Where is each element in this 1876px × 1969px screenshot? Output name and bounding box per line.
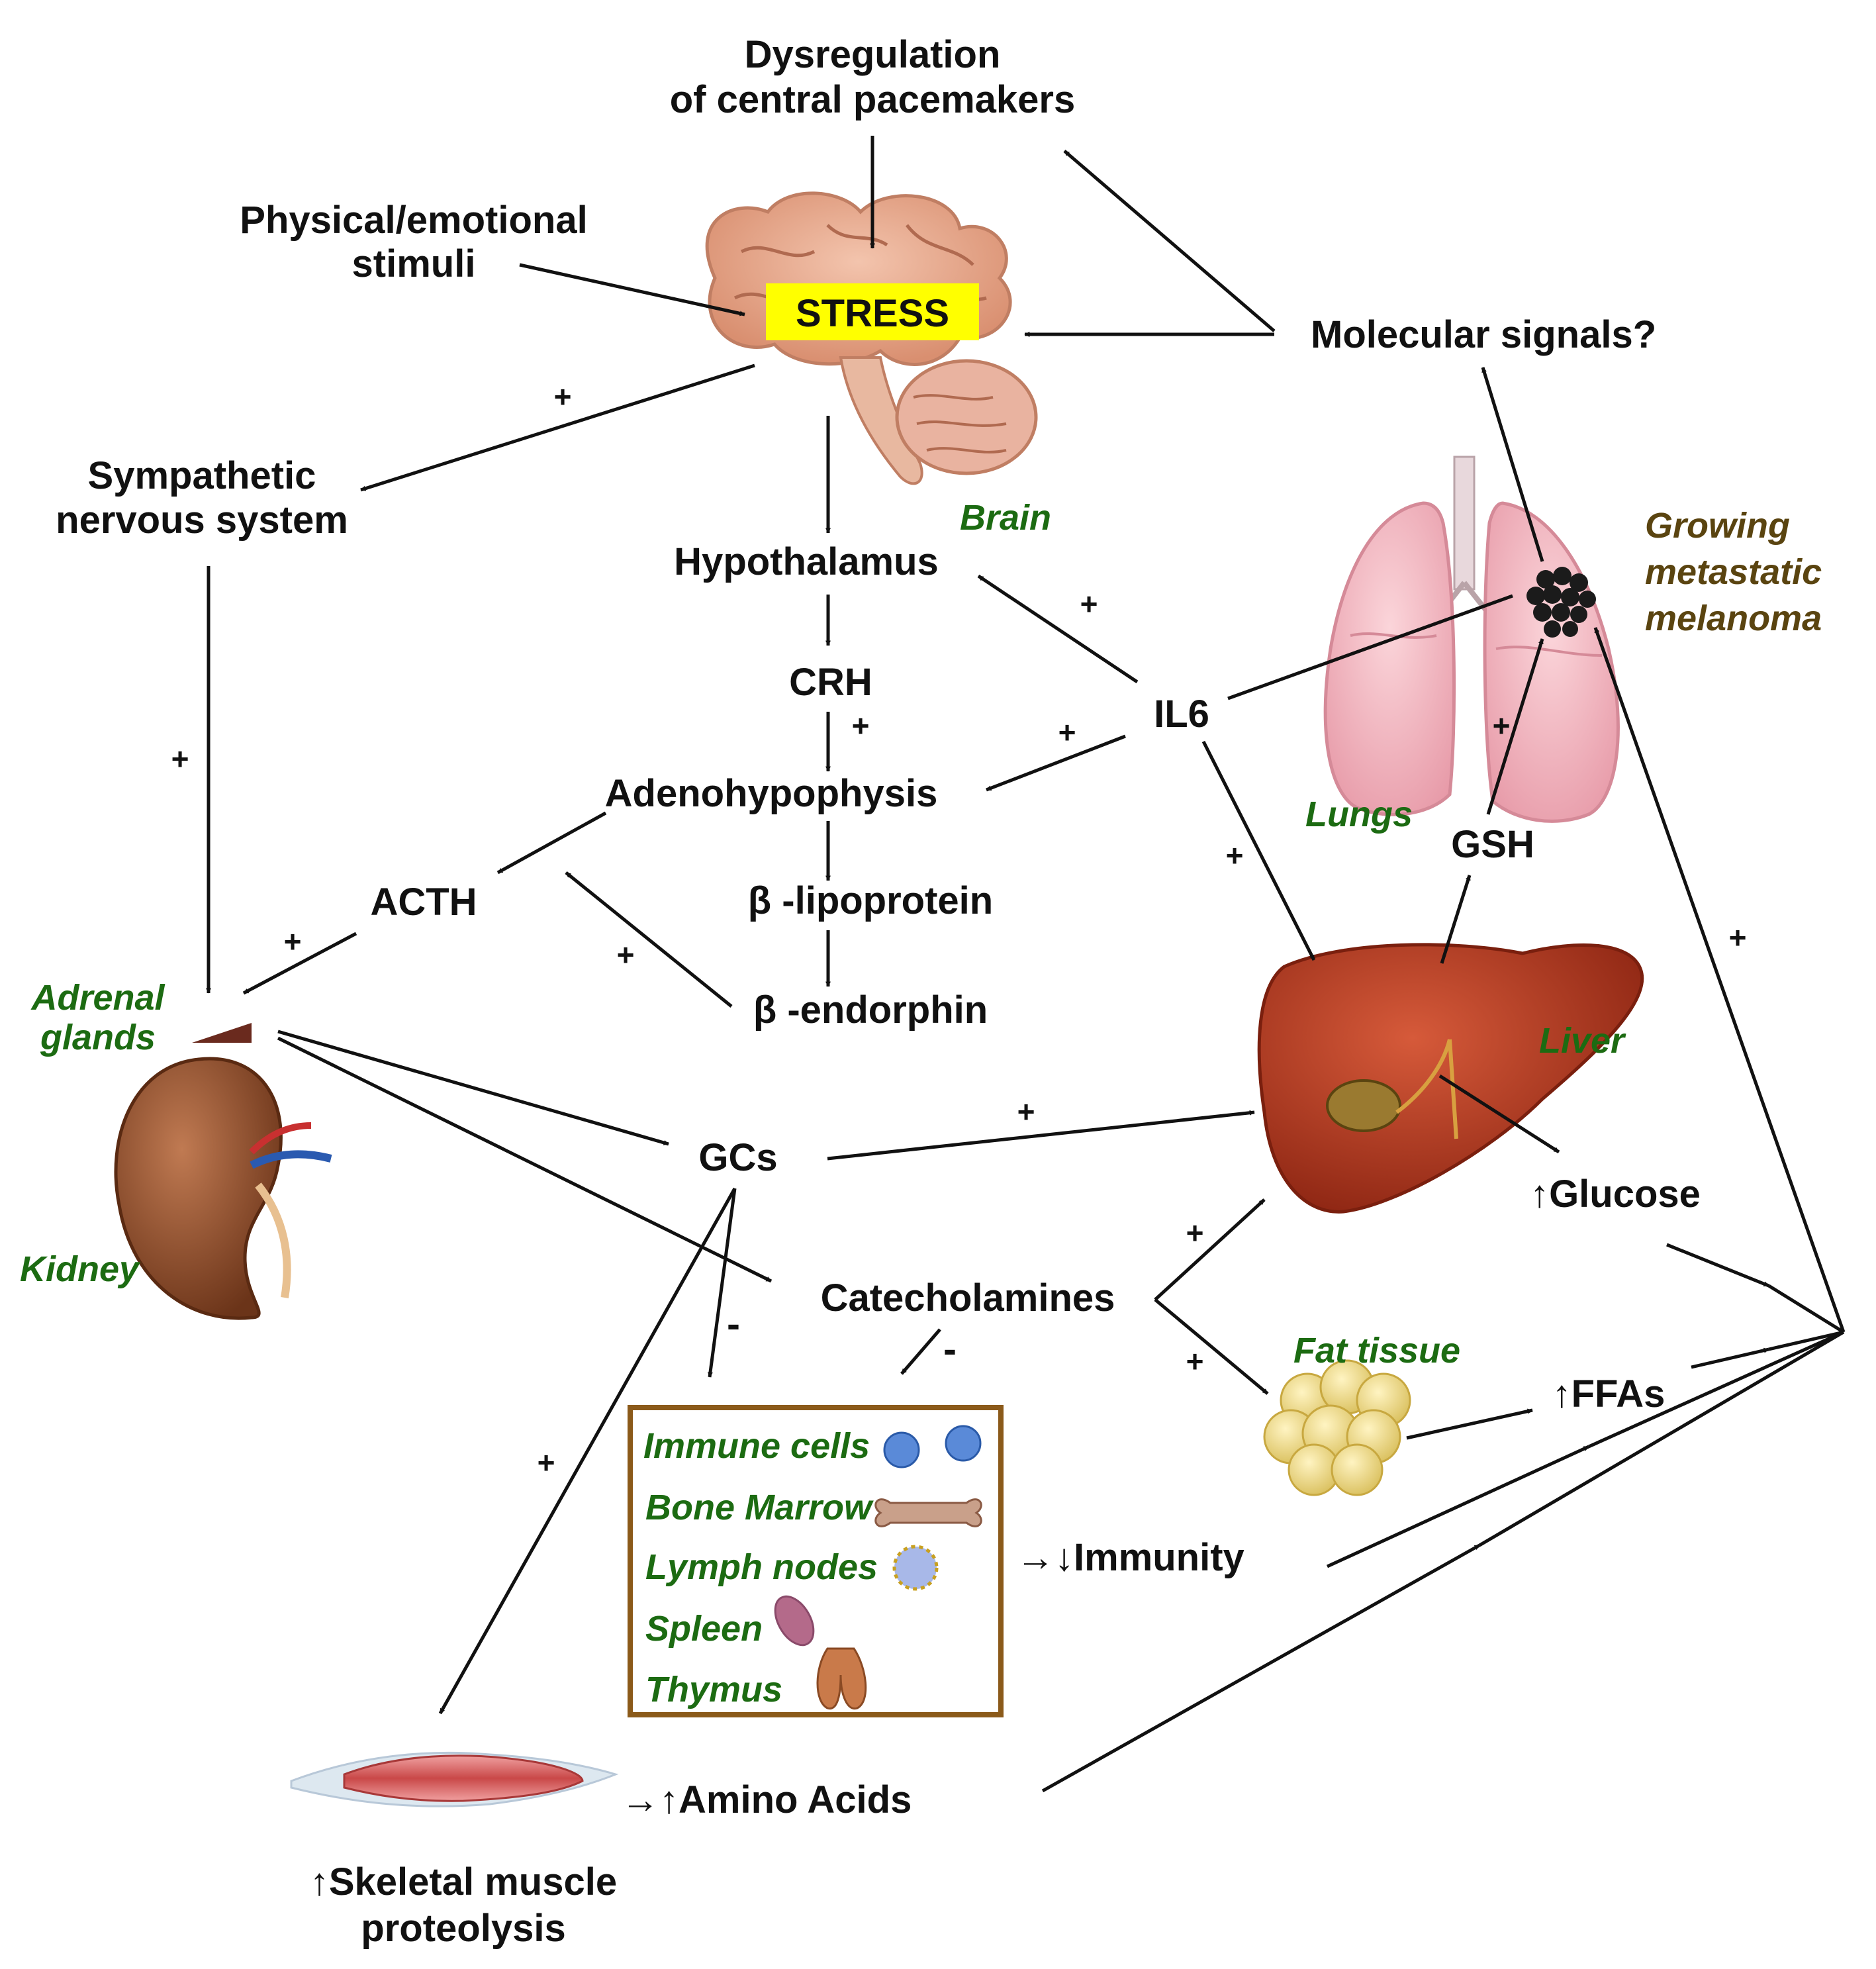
lungs-label: Lungs	[1305, 794, 1413, 834]
sign-endorphin-acth: +	[617, 937, 635, 972]
ffas-label: ↑FFAs	[1552, 1372, 1665, 1416]
sns-label-line2: nervous system	[56, 499, 348, 542]
gcs-label: GCs	[698, 1136, 777, 1179]
immune-item-bone-marrow: Bone Marrow	[645, 1488, 874, 1527]
adrenal-label-line2: glands	[40, 1018, 156, 1057]
melanoma-label-line1: Growing	[1645, 506, 1790, 546]
adenohypophysis-label: Adenohypophysis	[605, 772, 938, 815]
sign-convergence-tumor: +	[1729, 920, 1747, 955]
melanoma-label-line3: melanoma	[1645, 599, 1822, 638]
sign-acth-adrenal: +	[284, 924, 302, 959]
sign-catechol-fat: +	[1186, 1344, 1204, 1378]
immune-item-immune-cells: Immune cells	[643, 1426, 870, 1466]
stress-label: STRESS	[796, 292, 949, 335]
crh-label: CRH	[789, 661, 872, 704]
sign-il6-liver: +	[1226, 838, 1244, 873]
dysregulation-label-line2: of central pacemakers	[670, 78, 1076, 121]
hypothalamus-label: Hypothalamus	[674, 540, 939, 583]
il6-label: IL6	[1154, 693, 1209, 736]
adrenal-kidney-illustration	[114, 1023, 332, 1320]
fat-tissue-label: Fat tissue	[1293, 1331, 1460, 1370]
sign-gcs-immune: -	[727, 1302, 740, 1346]
immune-item-spleen: Spleen	[645, 1609, 763, 1649]
sign-brain-sns: +	[554, 379, 572, 414]
immune-organs-box	[628, 1405, 1004, 1717]
sign-sns-adrenal: +	[171, 742, 189, 776]
thymus-icon	[816, 1647, 867, 1710]
skeletal-muscle-illustration	[290, 1751, 619, 1807]
immune-cell-icon	[945, 1425, 982, 1462]
arrows	[206, 136, 1846, 1793]
amino-acids-label: →↑Amino Acids	[621, 1778, 912, 1821]
liver-illustration	[1257, 943, 1644, 1214]
stress-box	[766, 283, 979, 340]
melanoma-illustration	[1526, 567, 1596, 638]
liver-label: Liver	[1539, 1021, 1626, 1061]
sns-label-line1: Sympathetic	[88, 454, 316, 497]
immunity-label: →↓Immunity	[1016, 1536, 1244, 1579]
bone-icon	[874, 1498, 982, 1527]
sign-catechol-immune: -	[943, 1327, 957, 1371]
immune-item-lymph-nodes: Lymph nodes	[645, 1547, 878, 1587]
sign-catechol-liver: +	[1186, 1216, 1204, 1250]
sign-gcs-muscle: +	[538, 1445, 555, 1480]
immune-item-thymus: Thymus	[645, 1670, 782, 1709]
spleen-icon	[774, 1595, 815, 1647]
fat-tissue-illustration	[1263, 1359, 1411, 1496]
lymph-node-icon	[892, 1545, 939, 1591]
dysregulation-label-line1: Dysregulation	[745, 33, 1001, 76]
gsh-label: GSH	[1451, 823, 1534, 866]
catecholamines-label: Catecholamines	[821, 1276, 1115, 1320]
kidney-label: Kidney	[20, 1249, 141, 1289]
stimuli-label-line1: Physical/emotional	[240, 199, 587, 242]
stimuli-label-line2: stimuli	[352, 242, 476, 285]
sign-gcs-liver: +	[1017, 1094, 1035, 1129]
sign-il6-adeno: +	[1058, 715, 1076, 749]
immune-cell-icon	[883, 1431, 920, 1468]
acth-label: ACTH	[370, 881, 477, 924]
adrenal-label-line1: Adrenal	[30, 978, 165, 1018]
sign-gsh-tumor: +	[1493, 708, 1511, 743]
proteolysis-label-line2: proteolysis	[361, 1907, 565, 1950]
beta-endorphin-label: β -endorphin	[753, 988, 988, 1032]
melanoma-label-line2: metastatic	[1645, 552, 1822, 592]
sign-il6-hypothalamus: +	[1080, 587, 1098, 621]
lungs-illustration	[1323, 456, 1620, 823]
brain-label: Brain	[960, 498, 1051, 538]
beta-lipoprotein-label: β -lipoprotein	[748, 879, 993, 922]
glucose-label: ↑Glucose	[1530, 1173, 1701, 1216]
proteolysis-label-line1: ↑Skeletal muscle	[310, 1860, 617, 1903]
molecular-signals-label: Molecular signals?	[1311, 313, 1656, 356]
sign-crh-adeno: +	[852, 708, 870, 743]
